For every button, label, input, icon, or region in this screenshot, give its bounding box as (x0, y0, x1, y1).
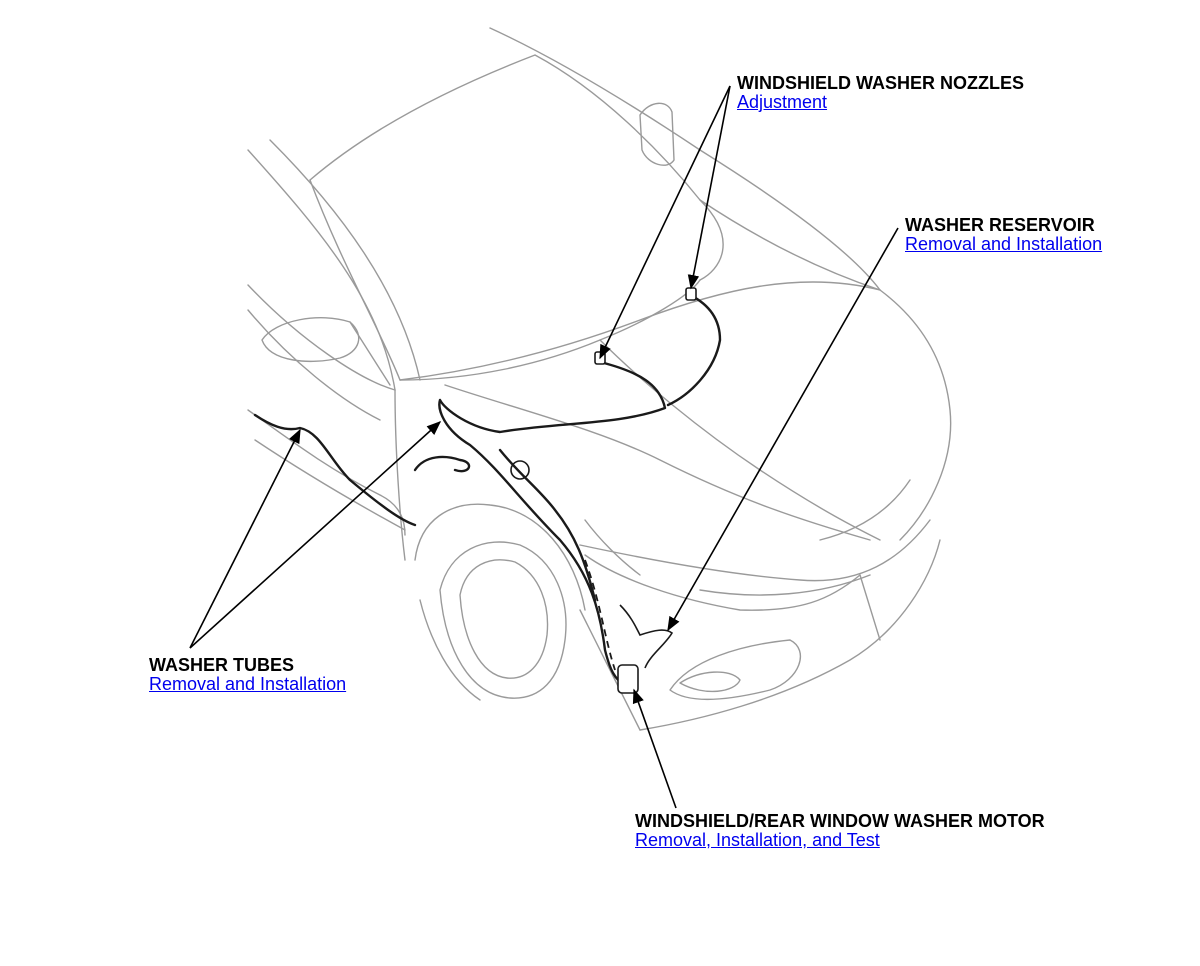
reservoir-shape (510, 460, 674, 669)
washer-motor-shape (617, 664, 639, 694)
callout-windshield-washer-nozzles: WINDSHIELD WASHER NOZZLES Adjustment (737, 74, 1024, 112)
washer-nozzle-shapes (594, 287, 697, 365)
adjustment-link[interactable]: Adjustment (737, 91, 828, 112)
callout-title: WINDSHIELD/REAR WINDOW WASHER MOTOR (635, 811, 1045, 831)
callout-title: WASHER TUBES (149, 655, 295, 675)
car-outline (247, 27, 952, 731)
reservoir-removal-link[interactable]: Removal and Installation (905, 233, 1103, 254)
leader-lines (189, 85, 899, 809)
callout-washer-reservoir: WASHER RESERVOIR Removal and Installatio… (905, 216, 1102, 254)
motor-removal-test-link[interactable]: Removal, Installation, and Test (635, 829, 880, 850)
tubes-removal-link[interactable]: Removal and Installation (149, 673, 347, 694)
callout-title: WINDSHIELD WASHER NOZZLES (737, 73, 1024, 93)
callout-washer-motor: WINDSHIELD/REAR WINDOW WASHER MOTOR Remo… (635, 812, 1045, 850)
washer-tube-dashed (584, 559, 616, 671)
callout-washer-tubes: WASHER TUBES Removal and Installation (149, 656, 346, 694)
washer-tube-routing (253, 293, 722, 687)
callout-title: WASHER RESERVOIR (905, 215, 1095, 235)
